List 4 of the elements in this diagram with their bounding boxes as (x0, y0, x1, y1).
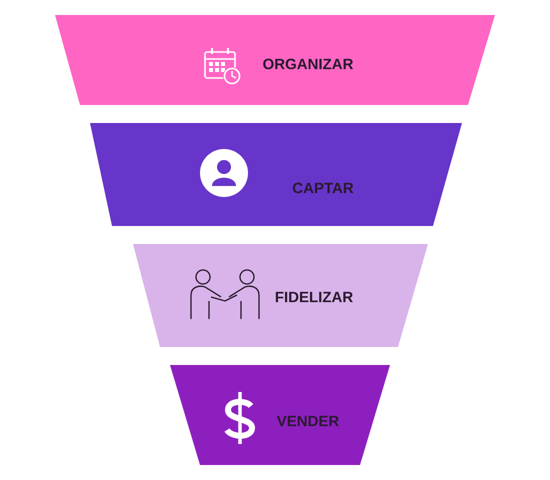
funnel-band: CAPTAR (90, 123, 462, 226)
funnel-band: FIDELIZAR (133, 244, 428, 347)
funnel-band: ORGANIZAR (55, 15, 495, 105)
funnel-band: VENDER (170, 364, 390, 465)
